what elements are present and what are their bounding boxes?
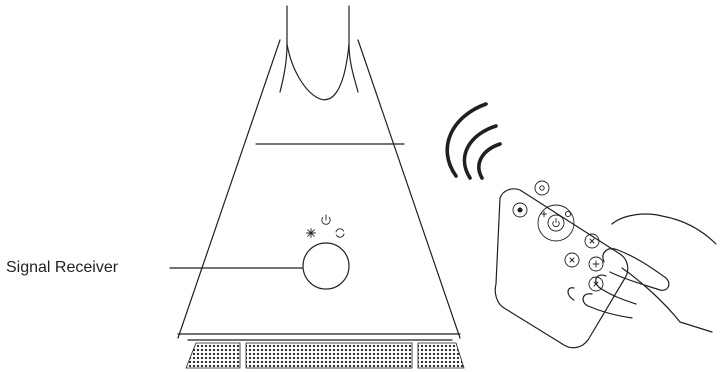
brightness-icon	[534, 180, 550, 196]
close-icon	[584, 233, 600, 249]
hand	[567, 213, 717, 333]
tower-neck-curve	[286, 43, 350, 101]
finger-3	[567, 287, 575, 301]
dpad	[537, 204, 575, 242]
signal-receiver-label: Signal Receiver	[6, 259, 119, 276]
vent-center	[245, 342, 413, 369]
remote-control	[494, 180, 629, 349]
signal-receiver	[302, 242, 350, 290]
signal-waves	[445, 102, 502, 180]
fan-icon	[588, 256, 604, 272]
fan-icon	[541, 211, 547, 217]
tower-neck-right	[348, 5, 359, 93]
finger-2	[582, 293, 633, 319]
record-icon	[512, 202, 528, 218]
hand-palm	[621, 267, 713, 333]
oscillate-icon	[335, 228, 345, 238]
tower-body-left	[177, 39, 281, 339]
fan-icon	[306, 228, 316, 238]
tower-body-right	[357, 39, 461, 339]
close-icon	[564, 252, 580, 268]
power-icon	[321, 214, 331, 225]
tower-neck	[279, 5, 288, 93]
vent-left	[185, 342, 241, 369]
finger-1	[595, 274, 637, 305]
hand-outline	[611, 213, 717, 245]
tower-device	[177, 5, 465, 369]
remote-body	[494, 188, 629, 349]
timer-icon	[564, 210, 572, 218]
vent-right	[417, 342, 465, 369]
thumb	[602, 248, 670, 291]
